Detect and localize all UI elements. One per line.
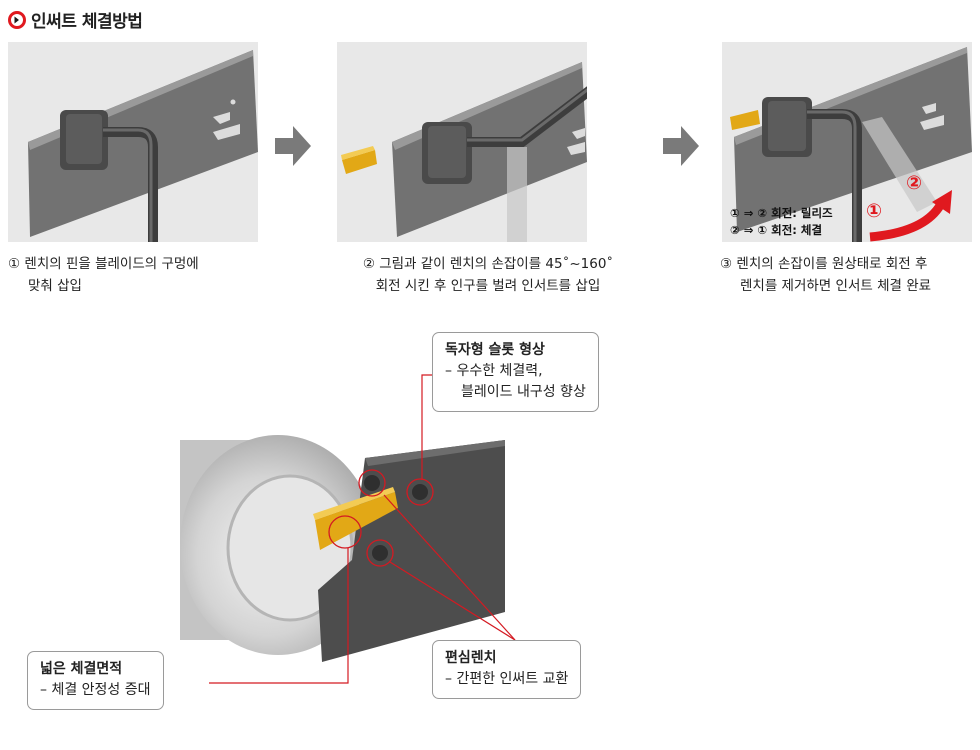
step2-caption-line2: 회전 시킨 후 인구를 벌려 인서트를 삽입 — [375, 278, 601, 294]
eccentric-wrench-callout: 편심렌치 – 간편한 인써트 교환 — [432, 640, 582, 699]
step3-caption: ③ 렌치의 손잡이를 원상태로 회전 후 렌치를 제거하면 인서트 체결 완료 — [720, 253, 931, 297]
next-arrow-icon — [663, 126, 699, 166]
step3-caption-line2: 렌치를 제거하면 인서트 체결 완료 — [740, 278, 932, 294]
step1-caption-line2: 맞춰 삽입 — [28, 278, 82, 294]
slot-shape-callout: 독자형 슬롯 형상 – 우수한 체결력, 블레이드 내구성 향상 — [432, 332, 599, 412]
step1-caption: ① 렌치의 핀을 블레이드의 구멍에 맞춰 삽입 — [8, 253, 199, 297]
step3-illustration — [722, 42, 972, 242]
slot-shape-desc2: 블레이드 내구성 향상 — [461, 384, 586, 400]
step1-caption-line1: ① 렌치의 핀을 블레이드의 구멍에 — [8, 256, 199, 272]
section-header: 인써트 체결방법 — [8, 7, 143, 32]
position-1-marker: ① — [866, 200, 883, 222]
slot-shape-desc1: – 우수한 체결력, — [445, 363, 543, 379]
section-title: 인써트 체결방법 — [31, 12, 143, 32]
step2-caption: ② 그림과 같이 렌치의 손잡이를 45˚~160˚ 회전 시킨 후 인구를 벌… — [338, 253, 638, 297]
contact-area-desc: – 체결 안정성 증대 — [40, 682, 151, 698]
slot-shape-title: 독자형 슬롯 형상 — [445, 342, 545, 358]
circle-arrow-icon — [8, 10, 26, 29]
rotation-clamp-label: ② ⇒ ① 회전: 체결 — [730, 223, 823, 237]
contact-area-title: 넓은 체결면적 — [40, 661, 123, 677]
step3-caption-line1: ③ 렌치의 손잡이를 원상태로 회전 후 — [720, 256, 928, 272]
rotation-release-label: ① ⇒ ② 회전: 릴리즈 — [730, 206, 833, 220]
step2-caption-line1: ② 그림과 같이 렌치의 손잡이를 45˚~160˚ — [362, 256, 614, 272]
step1-illustration — [8, 42, 258, 242]
next-arrow-icon — [275, 126, 311, 166]
step2-illustration — [337, 42, 587, 242]
eccentric-wrench-desc: – 간편한 인써트 교환 — [445, 671, 569, 687]
contact-area-callout: 넓은 체결면적 – 체결 안정성 증대 — [27, 651, 164, 710]
eccentric-wrench-title: 편심렌치 — [445, 650, 497, 666]
position-2-marker: ② — [906, 172, 923, 194]
